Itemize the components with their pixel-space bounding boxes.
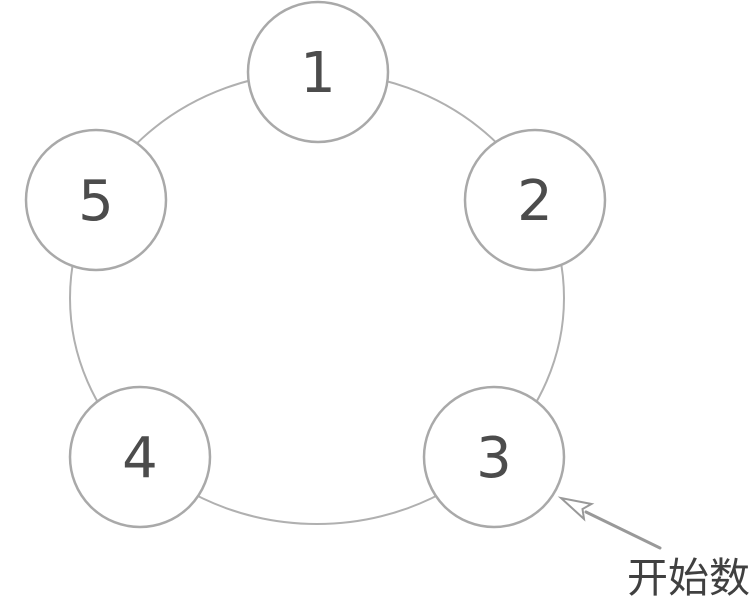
start-arrow — [557, 496, 662, 550]
node-1: 1 — [246, 0, 390, 144]
node-4: 4 — [68, 385, 212, 529]
node-5: 5 — [24, 128, 168, 272]
node-label-3: 3 — [476, 426, 512, 491]
node-3: 3 — [422, 385, 566, 529]
node-circle-3 — [422, 385, 566, 529]
arrow-head-icon — [557, 496, 595, 522]
node-circle-5 — [24, 128, 168, 272]
arrow-shaft — [584, 510, 662, 550]
start-counting-label: 开始数 — [627, 554, 750, 602]
node-label-5: 5 — [78, 169, 114, 234]
node-circle-4 — [68, 385, 212, 529]
node-label-4: 4 — [122, 426, 158, 491]
node-circle-2 — [463, 128, 607, 272]
node-label-2: 2 — [517, 169, 553, 234]
node-2: 2 — [463, 128, 607, 272]
node-label-1: 1 — [300, 41, 336, 106]
node-circle-1 — [246, 0, 390, 144]
